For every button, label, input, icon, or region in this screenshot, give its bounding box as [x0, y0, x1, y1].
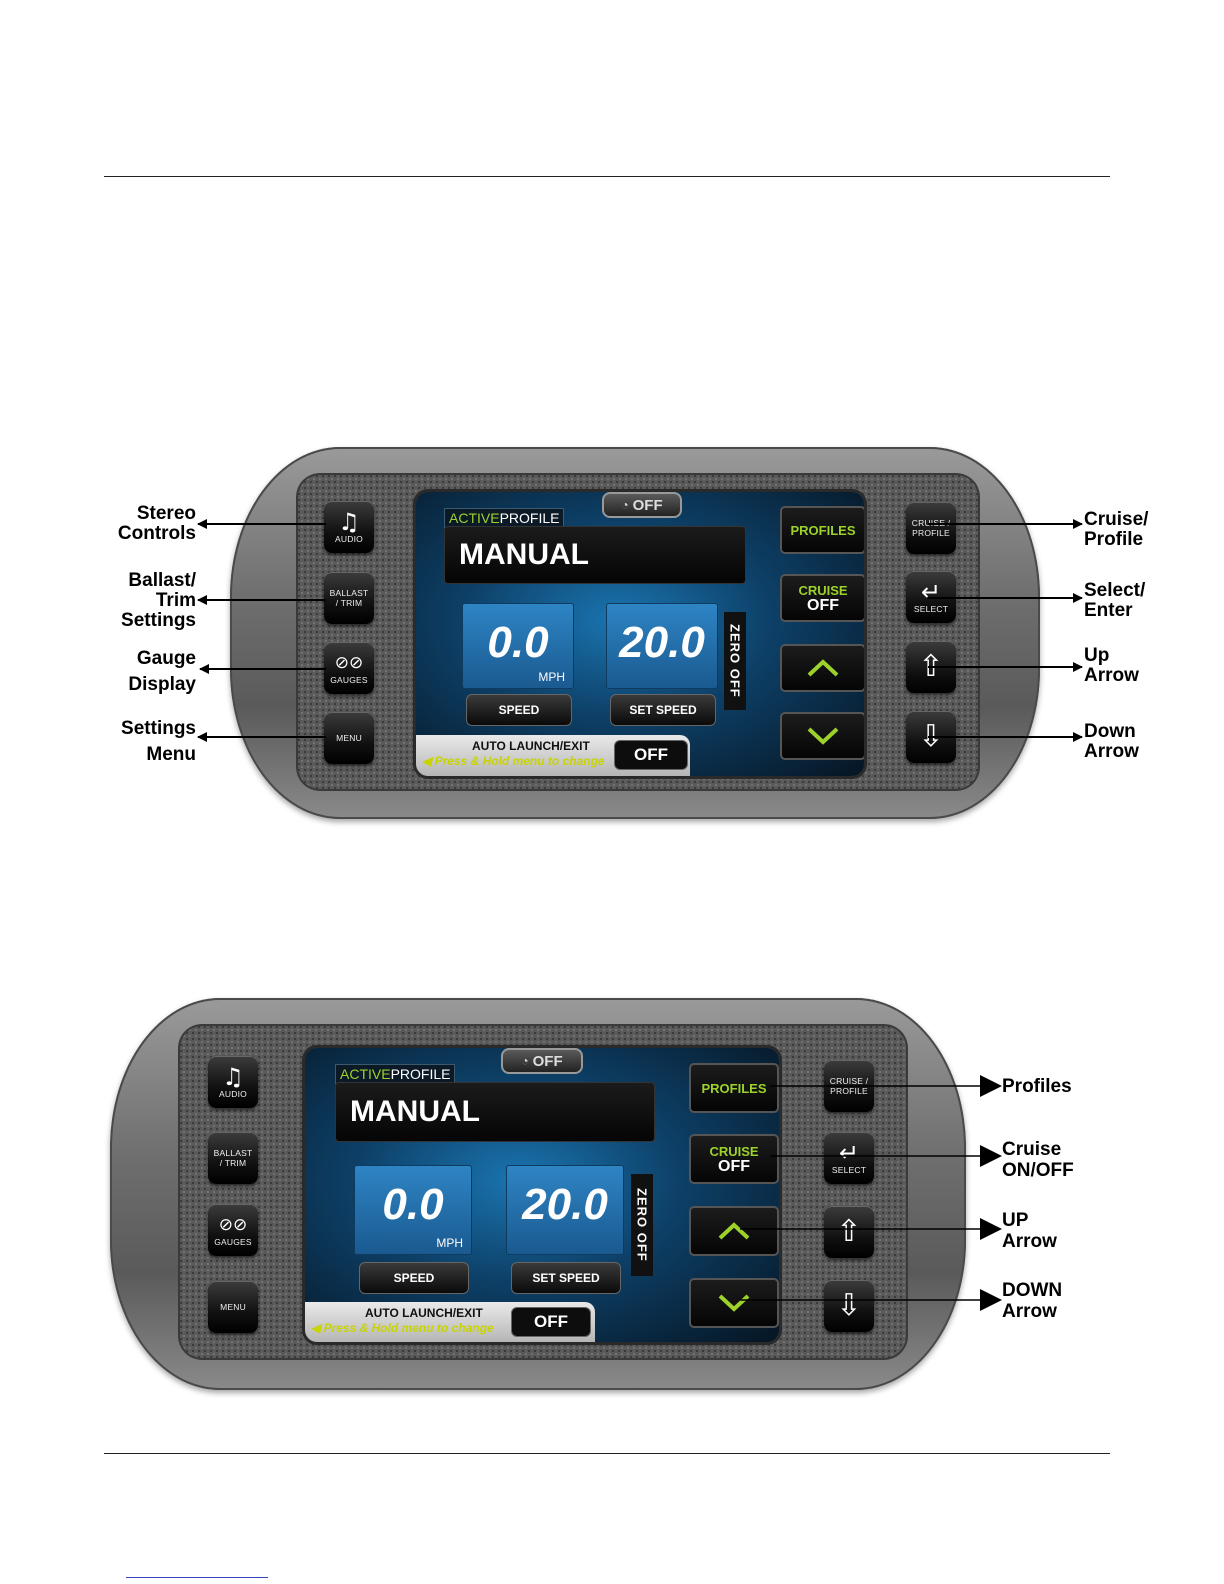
down-arrow-icon: ⇩: [918, 719, 944, 754]
down-arrow-button[interactable]: ⇩: [824, 1280, 874, 1332]
profiles-button[interactable]: PROFILES: [689, 1063, 779, 1113]
zero-off-logo: ZERO OFF: [631, 1174, 653, 1276]
callout-cruise-profile: Cruise/ Profile: [1084, 509, 1149, 550]
touch-screen: ◔ OFF ACTIVEPROFILE MANUAL 0.0 MPH SPEED…: [416, 492, 864, 776]
ballast-trim-button[interactable]: BALLAST / TRIM: [208, 1132, 258, 1184]
menu-button[interactable]: MENU: [208, 1281, 258, 1333]
chevron-up-icon: [807, 659, 839, 677]
cruise-profile-button[interactable]: CRUISE / PROFILE: [906, 502, 956, 554]
screen-up-button[interactable]: [689, 1206, 779, 1256]
up-arrow-button[interactable]: ⇧: [906, 641, 956, 693]
speed-control-status: ◔ OFF: [602, 492, 682, 518]
active-profile-label: ACTIVEPROFILE: [335, 1064, 456, 1084]
speedometer-icon: ◔: [621, 498, 629, 512]
device-figure-2: ♫ AUDIO BALLAST / TRIM ⊘⊘ GAUGES MENU CR…: [110, 998, 966, 1390]
select-button[interactable]: ↵ SELECT: [906, 571, 956, 623]
enter-arrow-icon: ↵: [920, 578, 942, 606]
callout-cruise-onoff: Cruise ON/OFF: [1002, 1139, 1074, 1181]
speed-display: 0.0 MPH: [462, 603, 574, 689]
music-note-icon: ♫: [222, 1063, 244, 1091]
speed-display: 0.0 MPH: [354, 1165, 472, 1255]
touch-screen: ◔ OFF ACTIVEPROFILE MANUAL 0.0 MPH SPEED…: [305, 1048, 779, 1342]
auto-launch-bar: AUTO LAUNCH/EXIT ◀ Press & Hold menu to …: [416, 735, 690, 776]
active-profile-label: ACTIVEPROFILE: [444, 508, 565, 528]
callout-profiles: Profiles: [1002, 1076, 1072, 1097]
audio-button[interactable]: ♫ AUDIO: [324, 501, 374, 553]
callout-up-arrow: Up Arrow: [1084, 645, 1139, 686]
speed-caption: SPEED: [359, 1262, 469, 1294]
callout-gauge-display: Gauge Display: [128, 648, 196, 695]
callout-ballast-trim: Ballast/ Trim Settings: [121, 570, 196, 631]
menu-button[interactable]: MENU: [324, 712, 374, 764]
gauges-icon: ⊘⊘: [218, 1215, 248, 1235]
callout-select-enter: Select/ Enter: [1084, 580, 1146, 621]
music-note-icon: ♫: [338, 508, 360, 536]
speed-caption: SPEED: [466, 694, 572, 726]
cruise-toggle-button[interactable]: CRUISE OFF: [689, 1134, 779, 1184]
callout-stereo-controls: Stereo Controls: [117, 503, 196, 544]
profiles-button[interactable]: PROFILES: [780, 506, 864, 554]
enter-arrow-icon: ↵: [838, 1139, 860, 1167]
top-rule: [104, 176, 1110, 177]
auto-launch-hint: ◀ Press & Hold menu to change: [422, 754, 605, 768]
profile-name-display: MANUAL: [335, 1082, 655, 1142]
gauges-button[interactable]: ⊘⊘ GAUGES: [208, 1204, 258, 1256]
callout-down-arrow: Down Arrow: [1084, 721, 1139, 762]
up-arrow-icon: ⇧: [836, 1214, 862, 1249]
callout-down-arrow-2: DOWN Arrow: [1002, 1280, 1063, 1322]
ballast-trim-button[interactable]: BALLAST / TRIM: [324, 572, 374, 624]
speed-control-status: ◔ OFF: [501, 1048, 583, 1074]
auto-launch-hint: ◀ Press & Hold menu to change: [311, 1321, 494, 1335]
up-arrow-icon: ⇧: [918, 649, 944, 684]
bottom-rule: [104, 1453, 1110, 1454]
select-button[interactable]: ↵ SELECT: [824, 1132, 874, 1184]
screen-down-button[interactable]: [689, 1278, 779, 1328]
footer-link-underline: [126, 1577, 268, 1578]
chevron-down-icon: [807, 727, 839, 745]
set-speed-display: 20.0: [606, 603, 718, 689]
speedometer-icon: ◔: [521, 1054, 529, 1068]
auto-launch-toggle[interactable]: OFF: [511, 1307, 591, 1337]
down-arrow-button[interactable]: ⇩: [906, 711, 956, 763]
up-arrow-button[interactable]: ⇧: [824, 1206, 874, 1258]
audio-button[interactable]: ♫ AUDIO: [208, 1056, 258, 1108]
cruise-toggle-button[interactable]: CRUISE OFF: [780, 574, 864, 622]
screen-down-button[interactable]: [780, 712, 864, 760]
auto-launch-bar: AUTO LAUNCH/EXIT ◀ Press & Hold menu to …: [305, 1302, 595, 1342]
chevron-up-icon: [718, 1222, 750, 1240]
screen-up-button[interactable]: [780, 644, 864, 692]
down-arrow-icon: ⇩: [836, 1288, 862, 1323]
set-speed-display: 20.0: [506, 1165, 624, 1255]
callout-up-arrow-2: UP Arrow: [1002, 1210, 1057, 1252]
zero-off-logo: ZERO OFF: [724, 612, 746, 710]
auto-launch-toggle[interactable]: OFF: [614, 740, 688, 770]
set-speed-caption[interactable]: SET SPEED: [511, 1262, 621, 1294]
profile-name-display: MANUAL: [444, 526, 746, 584]
device-figure-1: ♫ AUDIO BALLAST / TRIM ⊘⊘ GAUGES MENU CR…: [230, 447, 1040, 819]
set-speed-caption[interactable]: SET SPEED: [610, 694, 716, 726]
chevron-down-icon: [718, 1294, 750, 1312]
cruise-profile-button[interactable]: CRUISE / PROFILE: [824, 1060, 874, 1112]
gauges-button[interactable]: ⊘⊘ GAUGES: [324, 642, 374, 694]
gauges-icon: ⊘⊘: [334, 653, 364, 673]
callout-settings-menu: Settings Menu: [121, 718, 196, 765]
